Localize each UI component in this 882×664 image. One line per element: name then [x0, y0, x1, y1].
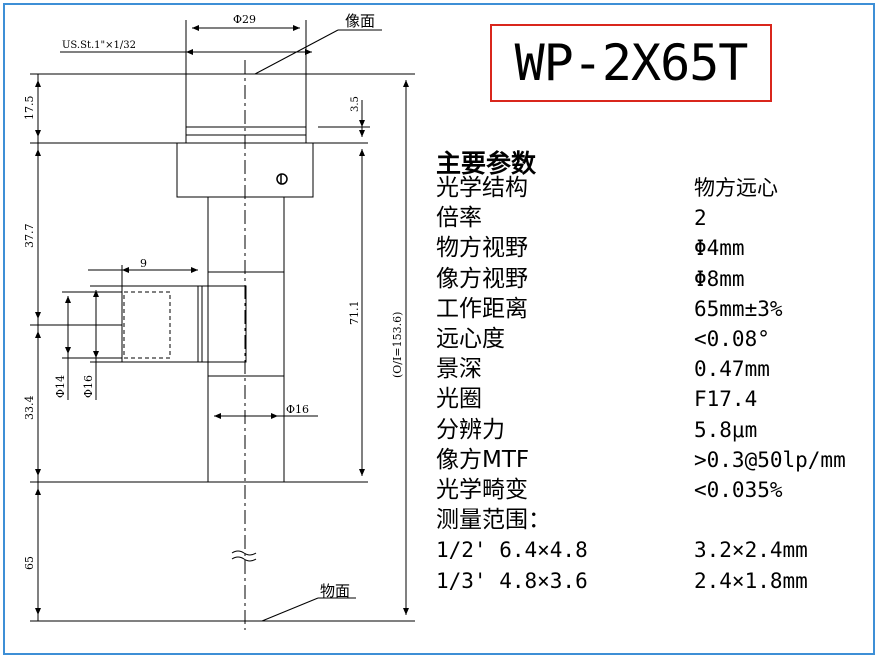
light-port	[121, 285, 199, 363]
image-plane-label: 像面	[345, 12, 375, 30]
spec-value: <0.08°	[694, 327, 770, 351]
dim-9-label: 9	[140, 257, 147, 270]
object-plane-leader	[261, 597, 319, 622]
spec-value: F17.4	[694, 387, 758, 412]
spec-value: >0.3@50lp/mm	[694, 447, 846, 472]
specs-title: 主要参数	[436, 149, 537, 178]
range-sensor: 1/3' 4.8×3.6	[436, 568, 588, 593]
page-frame	[3, 3, 875, 655]
image-plane-leader	[254, 29, 339, 75]
spec-key: 工作距离	[436, 295, 528, 322]
dia-14-label: Φ14	[54, 375, 67, 398]
dim-71-1-label: 71.1	[348, 301, 361, 326]
spec-key: 物方视野	[436, 235, 528, 262]
spec-key: 像方MTF	[436, 446, 530, 473]
dim-total-label: (O/I=153.6)	[391, 312, 404, 378]
thread-label: US.St.1"×1/32	[62, 40, 136, 51]
spec-value: 2	[694, 206, 707, 231]
light-port-block	[197, 285, 247, 363]
dia-top-label: Φ29	[233, 13, 256, 26]
spec-key: 光学畸变	[436, 477, 528, 503]
spec-key: 远心度	[436, 326, 505, 352]
range-title-text: 测量范围：	[436, 507, 551, 534]
range-sensor: 1/2' 6.4×4.8	[436, 538, 588, 563]
spec-value: 物方远心	[694, 176, 778, 200]
dim-33-4-label: 33.4	[23, 396, 36, 421]
spec-key: 景深	[436, 356, 482, 383]
object-plane-label: 物面	[320, 582, 350, 600]
model-title-box: WP-2X65T	[490, 24, 772, 102]
spec-value: 5.8μm	[694, 417, 758, 442]
spec-key: 像方视野	[436, 265, 528, 292]
spec-value: 65mm±3%	[694, 296, 783, 321]
screw-hole	[276, 173, 288, 185]
dia-16-port-label: Φ16	[82, 375, 95, 398]
spec-value: <0.035%	[694, 478, 783, 502]
dim-3-5-label: 3.5	[350, 96, 361, 112]
spec-value: Φ8mm	[694, 266, 745, 291]
dim-65-label: 65	[23, 556, 36, 570]
dia-16-side-label: Φ16	[286, 403, 309, 416]
spec-value: 0.47mm	[694, 357, 770, 382]
model-title: WP-2X65T	[514, 34, 749, 92]
spec-key: 分辨力	[436, 416, 505, 443]
dim-37-7-label: 37.7	[23, 224, 36, 249]
lens-tube	[207, 196, 285, 483]
dim-17-5-label: 17.5	[23, 96, 36, 121]
spec-key: 光学结构	[436, 175, 528, 201]
spec-key: 倍率	[436, 205, 482, 232]
range-field: 3.2×2.4mm	[694, 538, 808, 563]
range-field: 2.4×1.8mm	[694, 568, 808, 593]
spec-value: Φ4mm	[694, 236, 745, 261]
spec-key: 光圈	[436, 386, 482, 413]
